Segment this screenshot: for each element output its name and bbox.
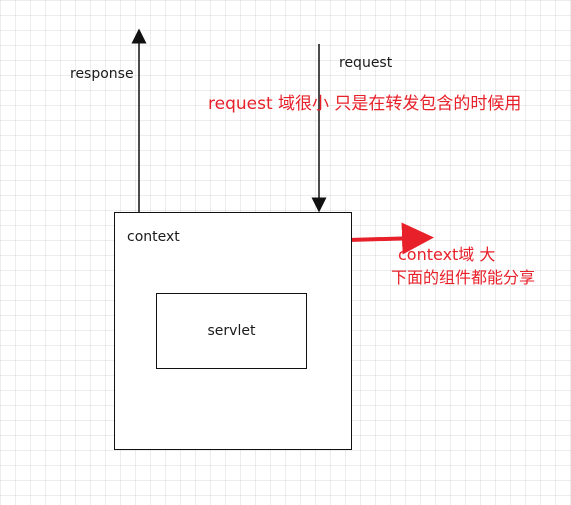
- context-scope-note-line1: context域 大: [398, 245, 496, 264]
- servlet-label: servlet: [207, 322, 256, 339]
- servlet-box: servlet: [156, 293, 307, 369]
- context-label: context: [127, 229, 180, 245]
- response-label: response: [70, 66, 134, 82]
- request-scope-note: request 域很小 只是在转发包含的时候用: [208, 94, 522, 114]
- request-label: request: [339, 55, 393, 71]
- context-scope-note-line2: 下面的组件都能分享: [391, 268, 536, 287]
